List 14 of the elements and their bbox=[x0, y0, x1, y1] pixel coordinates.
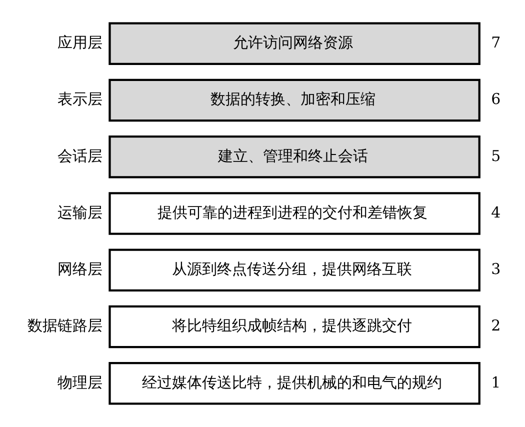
node-label: 运输层 bbox=[57, 203, 102, 222]
node-label: 1 bbox=[491, 373, 501, 392]
node-label: 6 bbox=[491, 90, 501, 108]
node-label: 应用层 bbox=[57, 34, 102, 52]
node-label: 3 bbox=[491, 260, 501, 278]
node-label: 4 bbox=[491, 203, 501, 222]
node-label: 表示层 bbox=[57, 90, 102, 108]
node-label: 5 bbox=[491, 146, 501, 165]
node-label: 会话层 bbox=[57, 146, 102, 165]
node-label: 2 bbox=[491, 316, 501, 335]
node-label: 7 bbox=[491, 34, 501, 52]
node-label: 物理层 bbox=[57, 373, 102, 392]
node-label: 网络层 bbox=[57, 260, 102, 278]
node-label: 数据链路层 bbox=[27, 316, 102, 335]
